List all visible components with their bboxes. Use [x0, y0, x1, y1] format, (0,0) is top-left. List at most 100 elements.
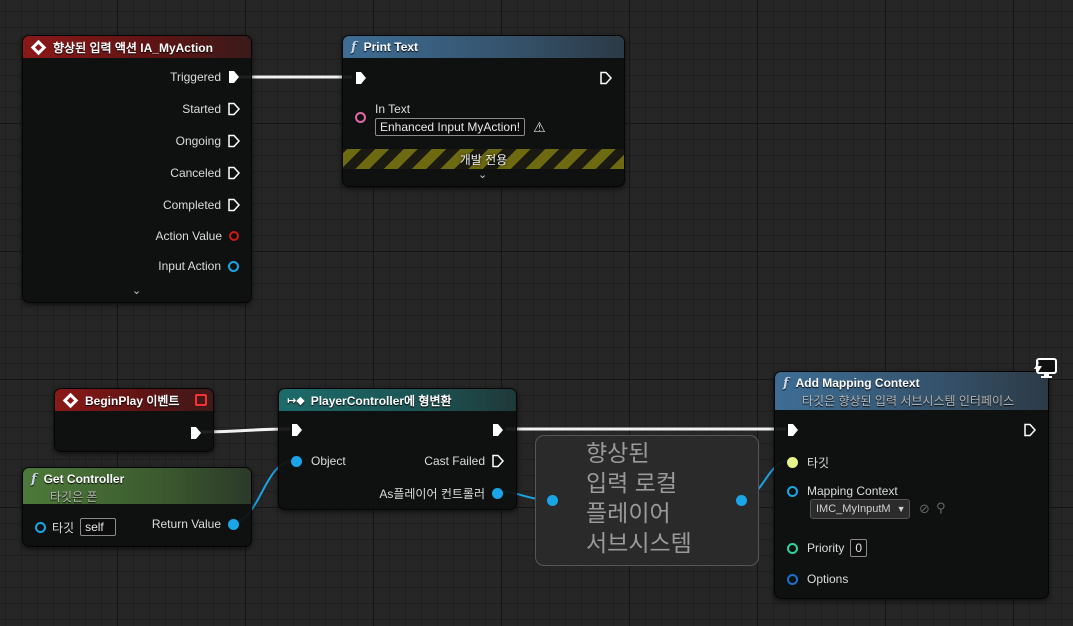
- string-pin-icon[interactable]: [355, 112, 366, 123]
- function-icon: f: [31, 472, 37, 487]
- object-pin-icon[interactable]: [787, 486, 798, 497]
- pin-options[interactable]: Options: [787, 572, 848, 586]
- pin-priority[interactable]: Priority 0: [787, 539, 868, 557]
- pin-label: Object: [311, 454, 346, 468]
- event-icon: [62, 392, 79, 408]
- pin-canceled[interactable]: Canceled: [170, 166, 241, 180]
- pin-in-text[interactable]: In Text Enhanced Input MyAction! ⚠: [355, 102, 546, 136]
- get-controller-node[interactable]: f Get Controller 타깃은 폰 타깃 self Return Va…: [22, 467, 252, 547]
- node-title: Print Text: [363, 40, 419, 54]
- begin-play-node[interactable]: BeginPlay 이벤트: [54, 388, 214, 452]
- browse-asset-search-icon[interactable]: ⚲: [936, 500, 946, 515]
- object-pin-icon[interactable]: [228, 260, 239, 272]
- exec-pin-icon[interactable]: [491, 454, 505, 468]
- object-out-pin-icon[interactable]: [736, 495, 747, 506]
- pin-action-value[interactable]: Action Value: [155, 229, 239, 243]
- exec-out-pin-icon[interactable]: [599, 71, 613, 85]
- int-pin-icon[interactable]: [787, 542, 798, 554]
- node-header[interactable]: BeginPlay 이벤트: [55, 389, 213, 411]
- priority-field[interactable]: 0: [850, 539, 868, 557]
- node-title: 향상된 입력 액션 IA_MyAction: [53, 40, 213, 55]
- node-header[interactable]: ↦◆ PlayerController에 형변환: [279, 389, 516, 411]
- exec-in-pin-icon[interactable]: [354, 71, 368, 85]
- struct-pin-icon[interactable]: [229, 231, 239, 241]
- pin-target[interactable]: 타깃 self: [35, 518, 117, 536]
- pin-label: Completed: [162, 198, 221, 212]
- node-header[interactable]: f Print Text: [343, 36, 624, 58]
- node-title: PlayerController에 형변환: [310, 393, 452, 408]
- function-icon: f: [351, 39, 357, 55]
- add-mapping-context-node[interactable]: f Add Mapping Context 타깃은 향상된 입력 서브시스템 인…: [774, 371, 1049, 599]
- pin-label: Options: [807, 572, 849, 586]
- pin-label: Input Action: [158, 259, 221, 273]
- pin-object[interactable]: Object: [291, 454, 346, 468]
- node-title: Add Mapping Context: [795, 376, 920, 390]
- object-pin-icon[interactable]: [35, 521, 46, 533]
- exec-pin-icon[interactable]: [227, 198, 241, 212]
- pin-started[interactable]: Started: [182, 102, 241, 116]
- object-pin-icon[interactable]: [228, 518, 239, 530]
- node-header[interactable]: f Add Mapping Context 타깃은 향상된 입력 서브시스템 인…: [775, 372, 1048, 410]
- use-selected-asset-icon[interactable]: ⊘: [919, 501, 930, 516]
- function-icon: f: [783, 376, 789, 391]
- object-pin-icon[interactable]: [291, 455, 302, 467]
- expand-chevron-icon[interactable]: ⌄: [132, 285, 142, 297]
- pin-label: Priority: [807, 541, 845, 555]
- pin-as-player-controller[interactable]: As플레이어 컨트롤러: [379, 485, 503, 502]
- pin-label: As플레이어 컨트롤러: [379, 487, 485, 501]
- pin-label: Cast Failed: [424, 454, 485, 468]
- node-title: Get Controller: [43, 472, 125, 486]
- dev-only-banner: [343, 149, 624, 169]
- object-in-pin-icon[interactable]: [547, 495, 558, 506]
- subsystem-line: 입력 로컬: [586, 470, 678, 496]
- client-only-monitor-icon: [1034, 357, 1058, 379]
- exec-out-pin-icon[interactable]: [189, 426, 203, 440]
- exec-in-pin-icon[interactable]: [290, 423, 304, 437]
- subsystem-line: 향상된: [586, 440, 650, 466]
- struct-pin-icon[interactable]: [787, 573, 798, 585]
- pin-label: In Text: [375, 102, 411, 116]
- node-title: BeginPlay 이벤트: [85, 393, 180, 408]
- cast-to-playercontroller-node[interactable]: ↦◆ PlayerController에 형변환 Object Cast Fai…: [278, 388, 517, 510]
- pin-input-action[interactable]: Input Action: [158, 259, 239, 273]
- in-text-field[interactable]: Enhanced Input MyAction!: [375, 118, 526, 136]
- pin-cast-failed[interactable]: Cast Failed: [424, 454, 505, 468]
- exec-in-pin-icon[interactable]: [786, 423, 800, 437]
- subsystem-line: 플레이어: [586, 500, 671, 526]
- node-header[interactable]: f Get Controller 타깃은 폰: [23, 468, 251, 504]
- exec-pin-icon[interactable]: [227, 134, 241, 148]
- exec-out-pin-icon[interactable]: [491, 423, 505, 437]
- pin-label: Action Value: [155, 229, 223, 243]
- dev-only-label: 개발 전용: [459, 153, 508, 167]
- pin-triggered[interactable]: Triggered: [170, 70, 241, 84]
- delegate-pin-icon[interactable]: [195, 394, 207, 406]
- cast-icon: ↦◆: [287, 394, 305, 407]
- pin-completed[interactable]: Completed: [163, 198, 241, 212]
- expand-chevron-icon[interactable]: ⌄: [478, 169, 488, 181]
- target-self-field[interactable]: self: [80, 518, 117, 536]
- target-pin-icon[interactable]: [787, 457, 798, 468]
- warning-icon: ⚠: [533, 118, 546, 135]
- mapping-context-dropdown[interactable]: IMC_MyInputM ▼: [810, 499, 910, 519]
- pin-ongoing[interactable]: Ongoing: [176, 134, 241, 148]
- print-text-node[interactable]: f Print Text In Text Enhanced Input MyAc…: [342, 35, 625, 187]
- exec-out-pin-icon[interactable]: [1023, 423, 1037, 437]
- exec-pin-icon[interactable]: [227, 102, 241, 116]
- node-subtitle: 타깃은 폰: [50, 490, 98, 504]
- object-pin-icon[interactable]: [492, 488, 503, 499]
- node-header[interactable]: 향상된 입력 액션 IA_MyAction: [23, 36, 251, 58]
- enhanced-input-action-node[interactable]: 향상된 입력 액션 IA_MyAction Triggered Started …: [22, 35, 252, 303]
- exec-pin-icon[interactable]: [227, 166, 241, 180]
- exec-pin-connected-icon[interactable]: [227, 70, 241, 84]
- enhanced-input-subsystem-node[interactable]: 향상된 입력 로컬 플레이어 서브시스템: [535, 435, 759, 566]
- pin-label: Canceled: [170, 166, 221, 180]
- event-icon: [30, 39, 47, 55]
- pin-return-value[interactable]: Return Value: [152, 517, 239, 531]
- subsystem-line: 서브시스템: [586, 530, 692, 556]
- pin-target[interactable]: 타깃: [787, 454, 829, 471]
- pin-mapping-context[interactable]: Mapping Context: [787, 484, 898, 498]
- pin-label: 타깃: [52, 520, 75, 535]
- pin-label: Started: [182, 102, 221, 116]
- chevron-down-icon: ▼: [896, 504, 906, 514]
- pin-label: Return Value: [151, 517, 221, 531]
